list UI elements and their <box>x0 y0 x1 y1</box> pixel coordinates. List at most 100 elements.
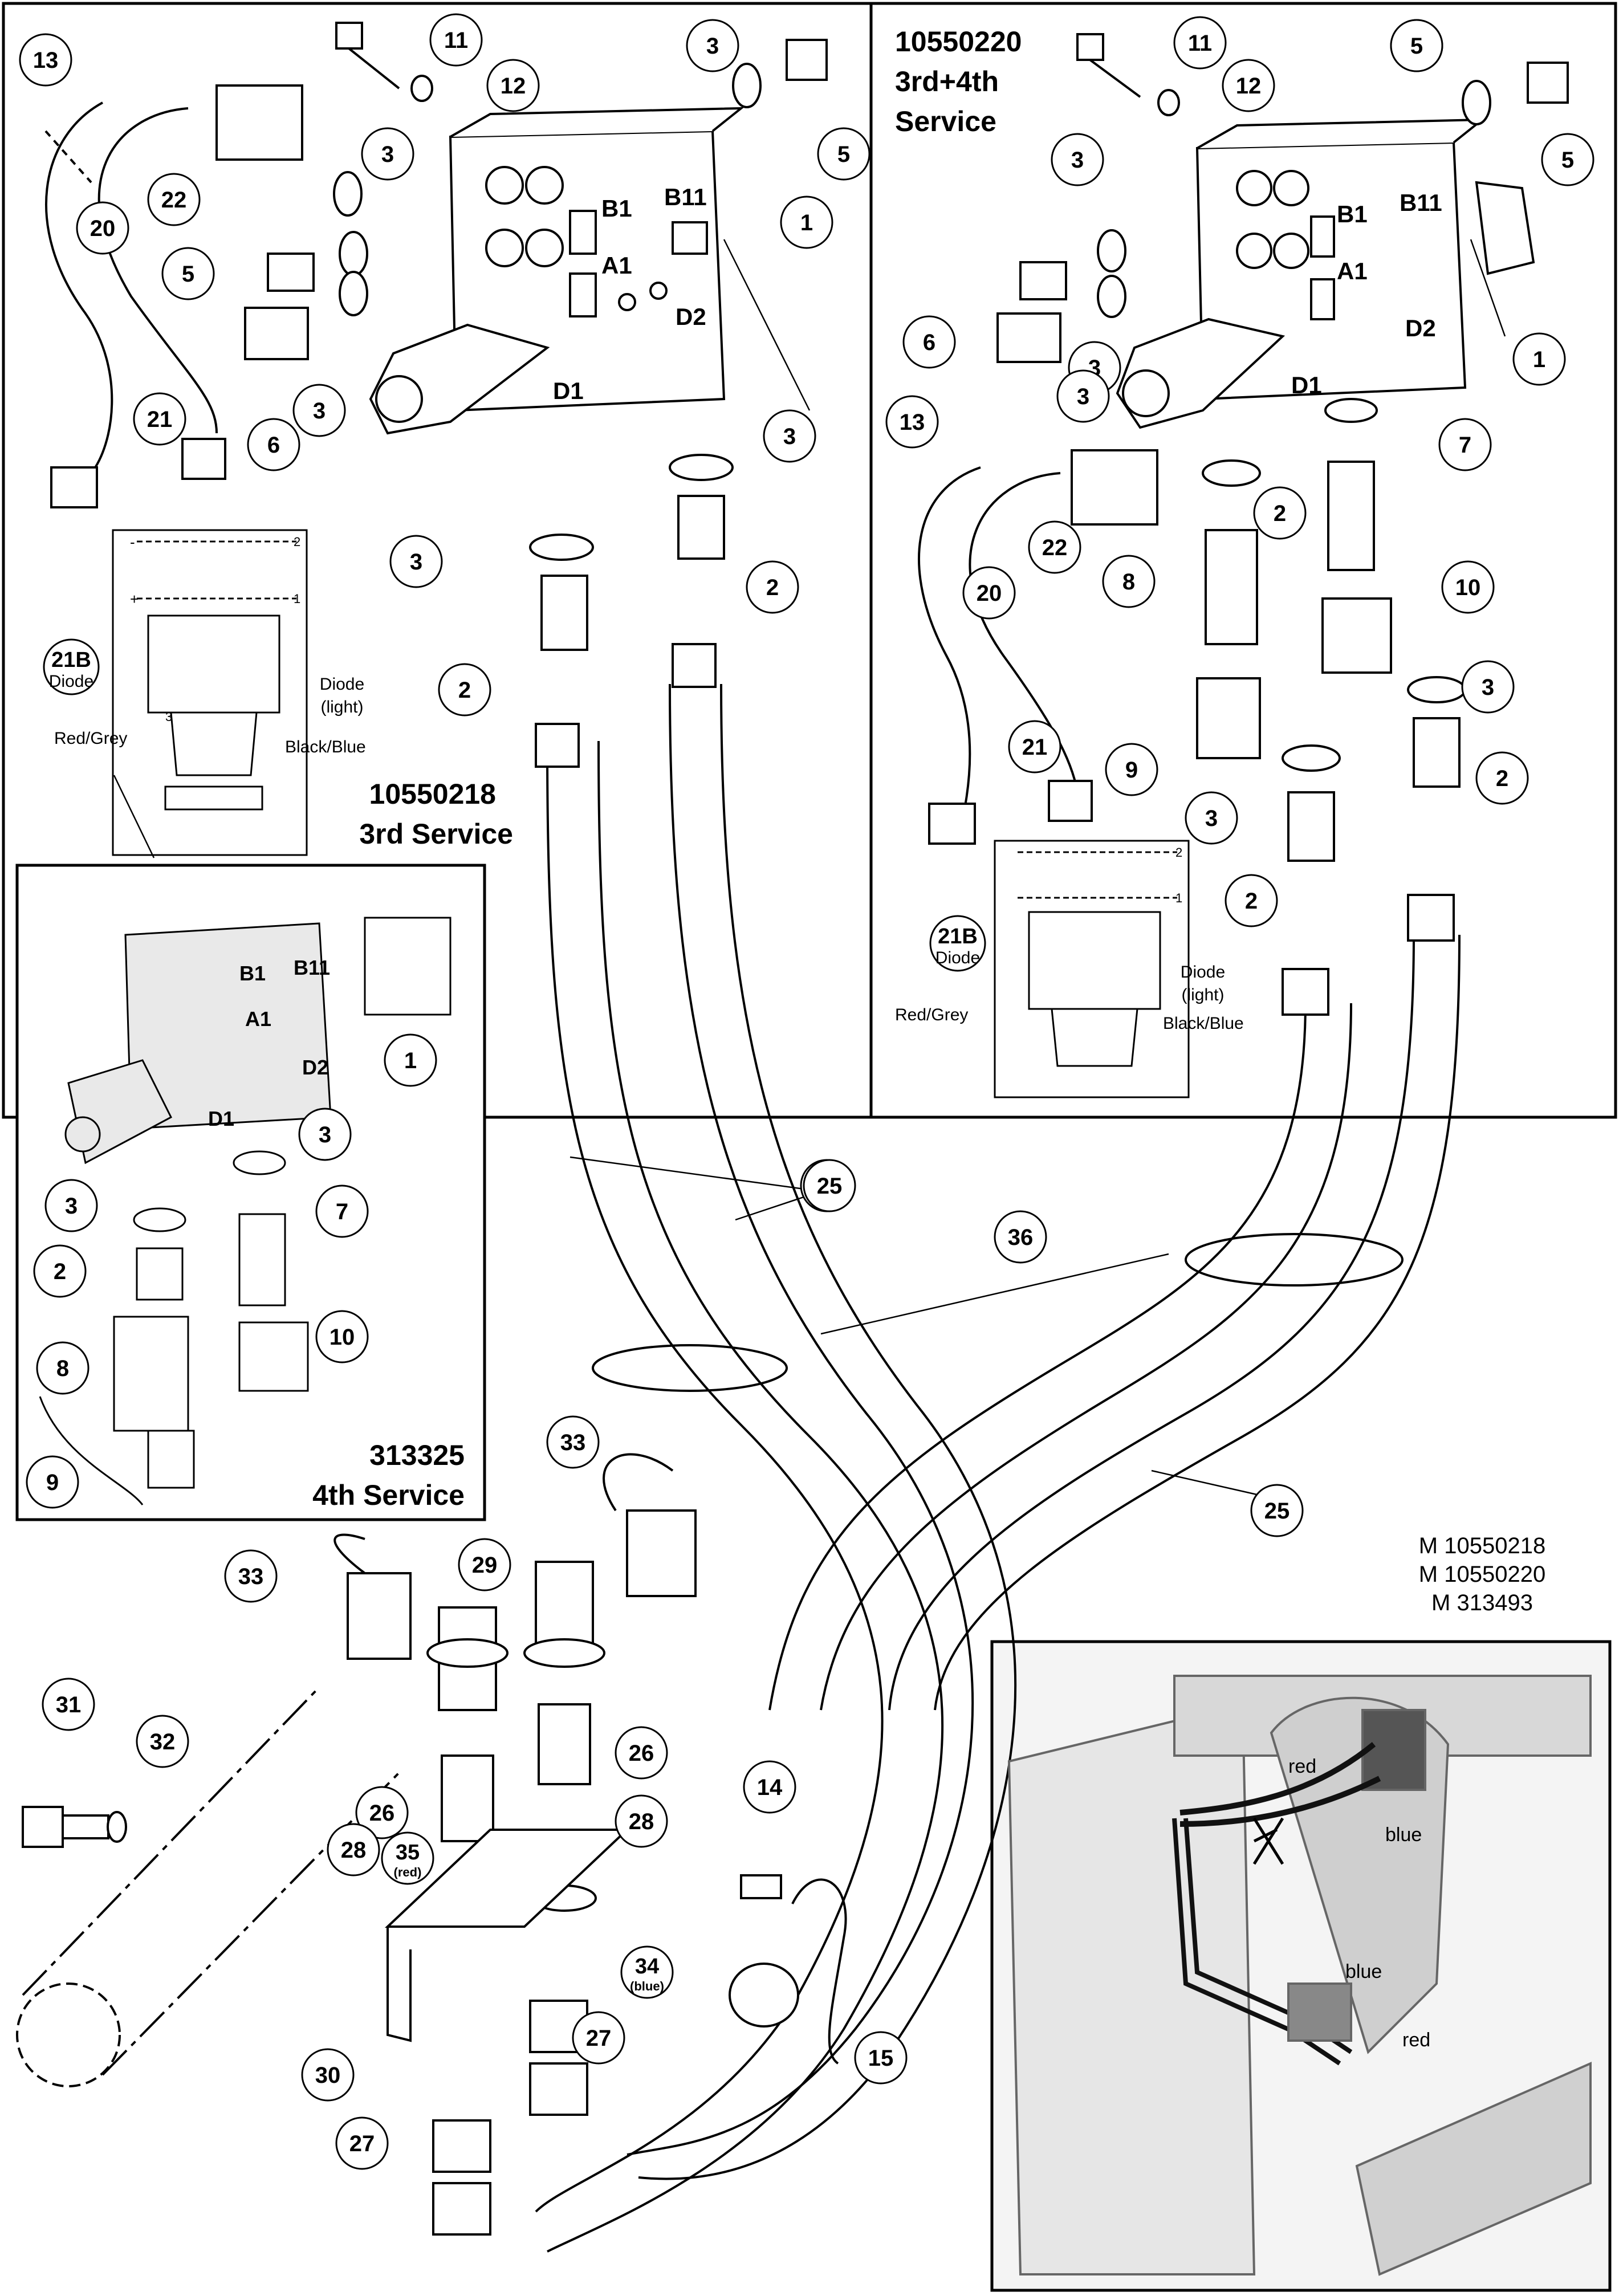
callout-number: 13 <box>33 48 59 73</box>
drawing-references: M 10550218 M 10550220 M 313493 <box>1419 1533 1545 1615</box>
callout-28: 28 <box>615 1794 668 1848</box>
callout-number: 2 <box>766 575 779 600</box>
valve-block-4th-service <box>39 917 451 1505</box>
callout-number: 5 <box>837 142 850 167</box>
callout-2: 2 <box>746 560 799 614</box>
callout-22: 22 <box>147 173 201 226</box>
callout-13: 13 <box>885 395 939 449</box>
panel-titles: 10550218 3rd Service 313325 4th Service … <box>312 26 1022 1511</box>
callout-3: 3 <box>1056 369 1110 423</box>
diode-code-left: 21B <box>51 648 91 672</box>
callout-number: 3 <box>1077 384 1089 409</box>
callout-number: 36 <box>1008 1225 1034 1250</box>
callout-circle <box>389 535 443 588</box>
callout-number: 32 <box>150 1729 176 1754</box>
callout-2: 2 <box>1225 874 1278 927</box>
callout-number: 13 <box>900 410 925 435</box>
callout-circle <box>292 384 346 437</box>
title-10550218: 10550218 <box>369 778 496 810</box>
callout-11: 11 <box>1173 16 1227 70</box>
callout-33: 33 <box>224 1549 278 1603</box>
callout-bubbles: 1223333355611121320212225252536122233333… <box>19 13 1594 2170</box>
callout-circle <box>1056 369 1110 423</box>
callout-circle <box>19 33 72 87</box>
callout-number: 5 <box>182 262 194 287</box>
callout-circle <box>224 1549 278 1603</box>
callout-number: 29 <box>472 1553 498 1578</box>
terminal-1-right: 1 <box>1175 891 1182 905</box>
callout-circle <box>854 2031 908 2085</box>
diode-light-left-2: (light) <box>320 698 363 717</box>
callout-circle <box>301 2048 355 2102</box>
callout-number: 21 <box>147 407 173 432</box>
callout-number: 9 <box>46 1470 59 1495</box>
callout-number: 22 <box>1042 535 1068 560</box>
callout-number: 27 <box>349 2131 375 2156</box>
callout-36: 36 <box>994 1210 1047 1264</box>
photo-label-blue-bottom: blue <box>1345 1961 1382 1982</box>
callout-5: 5 <box>1390 19 1443 72</box>
diode-labels-right: 21B Diode Diode (light) Red/Grey Black/B… <box>895 845 1244 1033</box>
callout-29: 29 <box>458 1538 511 1591</box>
callout-number: 1 <box>404 1048 417 1073</box>
electrical-harness-left <box>44 84 303 508</box>
title-4th-service: 4th Service <box>312 1479 465 1511</box>
hose-lines <box>535 683 1461 2253</box>
callout-circle <box>76 201 129 255</box>
callout-number: 8 <box>1122 569 1135 595</box>
callout-number: 1 <box>1533 347 1545 372</box>
port-b11-left: B11 <box>664 184 707 210</box>
callout-circle <box>384 1033 437 1087</box>
callout-number: 25 <box>817 1174 843 1199</box>
callout-35: 35 <box>396 1841 420 1865</box>
callout-27: 27 <box>335 2116 389 2170</box>
callout-number: 30 <box>315 2063 341 2088</box>
callout-circle <box>458 1538 511 1591</box>
callout-3: 3 <box>763 409 816 463</box>
callout-circle <box>994 1210 1047 1264</box>
port-b1-4th: B1 <box>239 962 266 985</box>
callout-30: 30 <box>301 2048 355 2102</box>
callout-circle <box>817 127 870 181</box>
callout-circle <box>1008 720 1061 774</box>
callout-number: 3 <box>313 398 326 424</box>
terminal-2-left: 2 <box>294 535 300 549</box>
callout-circle <box>33 1244 87 1298</box>
callout-6: 6 <box>247 418 300 471</box>
callout-number: 28 <box>341 1838 367 1863</box>
port-a1-4th: A1 <box>245 1007 271 1031</box>
callout-number: 12 <box>501 74 526 99</box>
callout-2: 2 <box>1253 486 1307 540</box>
title-313325: 313325 <box>369 1439 465 1471</box>
callout-number: 3 <box>319 1122 331 1147</box>
callout-26: 26 <box>355 1786 409 1839</box>
callout-circle <box>1541 133 1594 186</box>
callout-circle <box>335 2116 389 2170</box>
callout-7: 7 <box>315 1184 369 1238</box>
callout-number: 33 <box>238 1564 264 1589</box>
terminal-3-left: 3 <box>165 710 172 724</box>
port-d1-4th: D1 <box>208 1107 234 1130</box>
callout-35-note: (red) <box>394 1865 422 1879</box>
callout-number: 6 <box>267 433 280 458</box>
callout-circle <box>247 418 300 471</box>
callout-circle <box>486 59 540 112</box>
callout-3: 3 <box>292 384 346 437</box>
callout-34-note: (blue) <box>630 1979 664 1993</box>
photo-label-red-top: red <box>1288 1756 1316 1777</box>
callout-8: 8 <box>1102 555 1156 608</box>
callout-22: 22 <box>1028 520 1081 574</box>
callout-6: 6 <box>902 315 956 369</box>
callout-2: 2 <box>438 663 491 717</box>
port-b11-right: B11 <box>1400 189 1442 216</box>
callout-circle <box>136 1715 189 1768</box>
callout-circle <box>315 1310 369 1363</box>
black-blue-right: Black/Blue <box>1163 1014 1244 1033</box>
callout-number: 15 <box>868 2046 894 2071</box>
callout-circle <box>36 1341 90 1395</box>
port-b1-left: B1 <box>601 195 632 222</box>
callout-circle <box>1438 418 1492 471</box>
callout-number: 2 <box>1245 889 1258 914</box>
callout-number: 7 <box>336 1199 348 1224</box>
callout-circle <box>42 1678 95 1731</box>
